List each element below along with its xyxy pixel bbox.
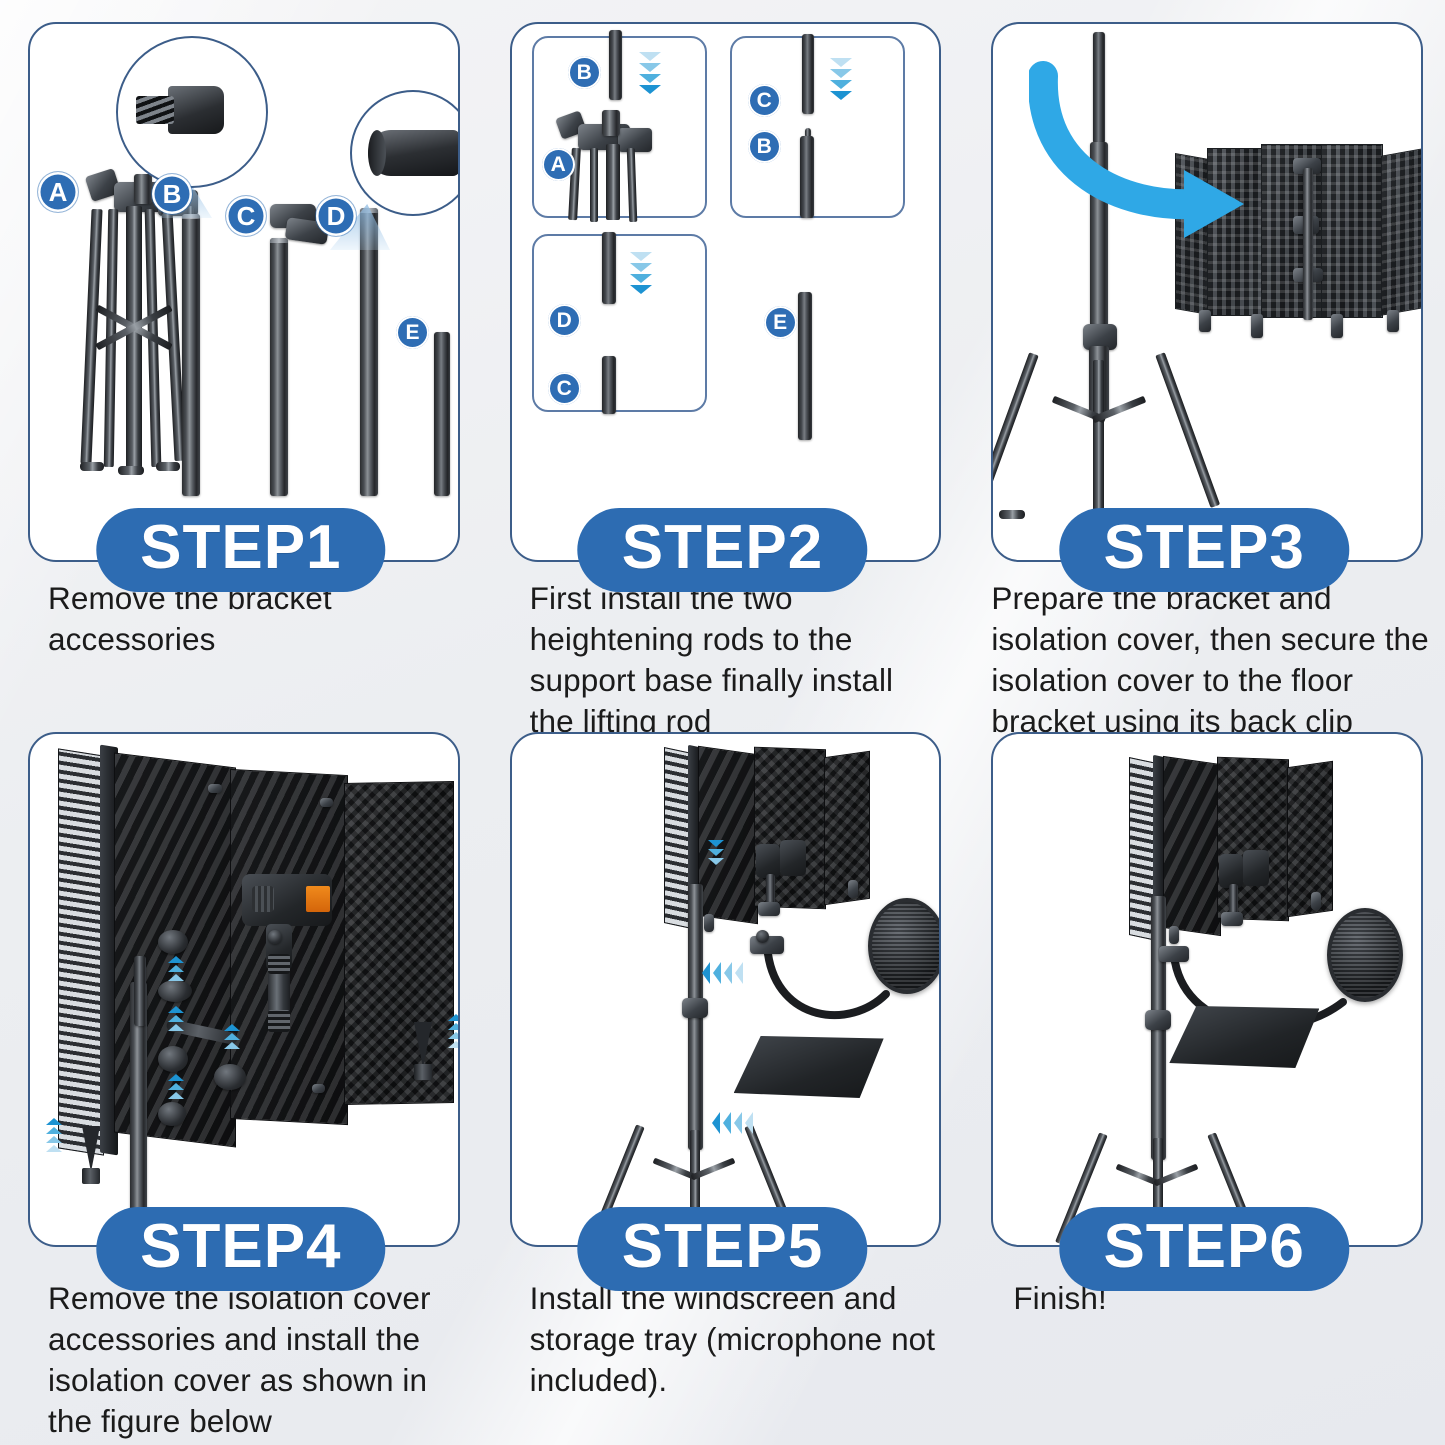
step-2-arrow-3 bbox=[629, 252, 652, 296]
step-cell-6: STEP6 Finish! bbox=[963, 722, 1445, 1445]
step-4-badge: STEP4 bbox=[96, 1207, 386, 1291]
step-2-label-c1: C bbox=[747, 84, 781, 117]
step-4-arrow-c bbox=[168, 1074, 184, 1101]
part-label-e: E bbox=[396, 316, 429, 349]
step-6-badge: STEP6 bbox=[1059, 1207, 1349, 1291]
step-2-label-b2: B bbox=[747, 130, 781, 163]
step-2-badge: STEP2 bbox=[577, 508, 868, 592]
part-label-b: B bbox=[152, 174, 192, 214]
part-e-rod bbox=[434, 332, 450, 496]
step-1-badge: STEP1 bbox=[96, 508, 386, 592]
step-2-arrow-1 bbox=[638, 52, 661, 96]
step-5-arrow-shield bbox=[707, 840, 724, 867]
step-5-badge: STEP5 bbox=[577, 1207, 868, 1291]
part-label-c: C bbox=[226, 196, 266, 236]
step-cell-1: A bbox=[0, 0, 482, 722]
step-2-rod-d bbox=[601, 232, 616, 304]
step-1-illustration-panel: A bbox=[28, 22, 460, 562]
curved-blue-arrow bbox=[1029, 61, 1245, 238]
step-4-arrow-left bbox=[46, 1118, 62, 1154]
step-2-caption: First install the two heightening rods t… bbox=[529, 580, 894, 739]
step-4-caption: Remove the isolation cover accessories a… bbox=[48, 1280, 431, 1439]
step-2-rod-e bbox=[797, 292, 812, 440]
step-4-arrow-d bbox=[224, 1024, 240, 1051]
step-5-arrow-popfilter bbox=[701, 962, 746, 984]
step-4-arrow-b bbox=[168, 1006, 184, 1033]
step-2-label-c2: C bbox=[547, 372, 581, 405]
step-cell-2: B A C bbox=[482, 0, 964, 739]
step-2-label-e: E bbox=[763, 306, 797, 339]
spike-base-left bbox=[82, 1168, 100, 1184]
magnifier-tube-detail bbox=[350, 90, 458, 216]
spike-foot-left bbox=[82, 1126, 100, 1172]
step-3-caption: Prepare the bracket and isolation cover,… bbox=[991, 580, 1429, 739]
step-2-rod-c bbox=[801, 34, 814, 114]
step-2-illustration-panel: B A C bbox=[509, 22, 942, 562]
magnifier-screw-detail bbox=[116, 36, 268, 188]
step-3-badge: STEP3 bbox=[1059, 508, 1349, 592]
spike-base-right bbox=[414, 1064, 432, 1080]
step-4-arrow-right bbox=[448, 1014, 458, 1050]
part-d-rod bbox=[360, 208, 378, 496]
step-5-illustration-panel bbox=[509, 732, 942, 1247]
step-4-illustration-panel bbox=[28, 732, 460, 1247]
step-cell-3: STEP3 Prepare the bracket and isolation … bbox=[963, 0, 1445, 739]
step-2-label-b1: B bbox=[567, 56, 601, 89]
step-2-arrow-2 bbox=[829, 58, 852, 102]
storage-tray bbox=[733, 1036, 884, 1098]
step-2-rod-c2 bbox=[601, 356, 616, 414]
step-6-illustration-panel bbox=[991, 732, 1423, 1247]
step-3-illustration-panel bbox=[991, 22, 1423, 562]
step-2-rod-b bbox=[608, 30, 622, 100]
part-label-d: D bbox=[316, 196, 356, 236]
part-label-a: A bbox=[38, 172, 78, 212]
spike-foot-right bbox=[414, 1022, 432, 1068]
step-4-arrow-a bbox=[168, 956, 184, 983]
step-5-arrow-tray bbox=[711, 1112, 756, 1134]
step-5-caption: Install the windscreen and storage tray … bbox=[529, 1280, 936, 1398]
isolation-cover-back bbox=[1175, 142, 1421, 338]
step-2-subpanel-2 bbox=[729, 36, 905, 218]
step-cell-4: STEP4 Remove the isolation cover accesso… bbox=[0, 722, 482, 1445]
step-2-label-a: A bbox=[541, 148, 575, 181]
step-cell-5: STEP5 Install the windscreen and storage… bbox=[482, 722, 964, 1445]
step-2-label-d: D bbox=[547, 304, 581, 337]
